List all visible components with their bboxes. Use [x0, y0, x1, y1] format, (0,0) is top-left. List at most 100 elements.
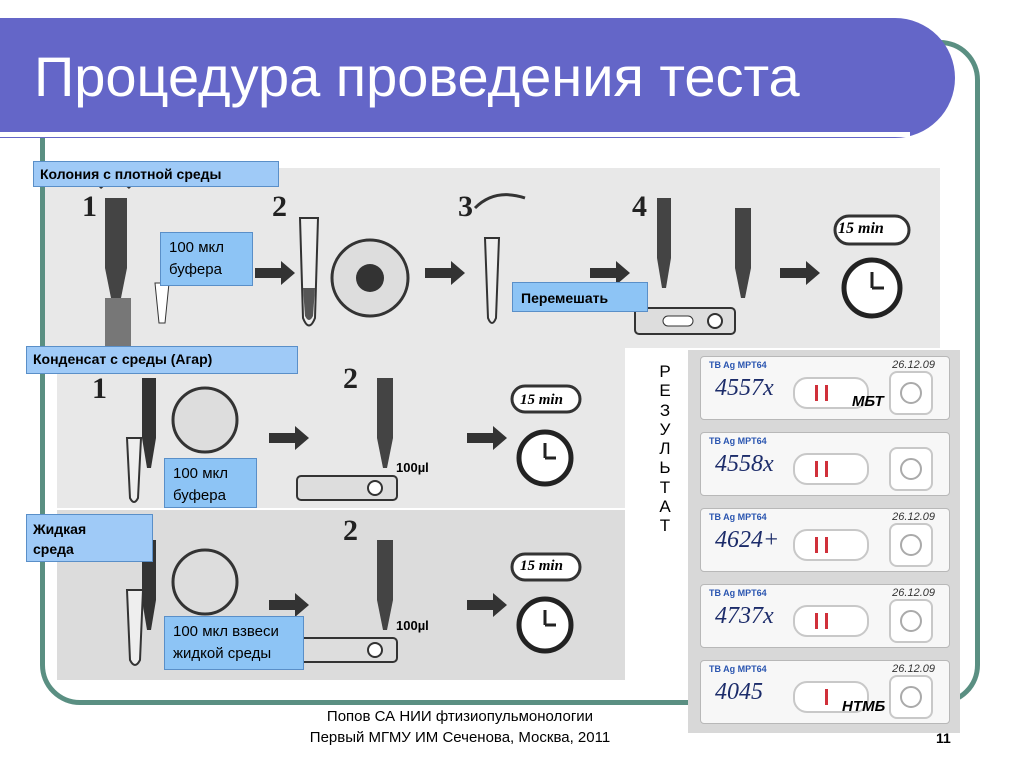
- test-cassette-icon: [296, 637, 398, 663]
- timer-box-icon: [510, 552, 582, 582]
- tube-top-view-icon: [171, 548, 239, 616]
- arrow-icon: [467, 593, 507, 617]
- strip-brand: TB Ag MPT64: [709, 436, 767, 446]
- strip-date: 26.12.09: [892, 359, 935, 371]
- sample-well: [889, 675, 933, 719]
- test-band: [815, 385, 818, 401]
- liquid-label: Жидкая среда: [26, 514, 153, 562]
- note-line: 100 мкл: [173, 465, 228, 482]
- test-strip: TB Ag MPT64 26.12.09 4557x: [700, 356, 950, 420]
- solid-medium-label: Колония с плотной среды: [33, 161, 279, 187]
- clock-icon: [841, 257, 903, 319]
- letter: З: [659, 400, 671, 420]
- test-strip: TB Ag MPT64 4558x: [700, 432, 950, 496]
- control-band: [825, 689, 828, 705]
- letter: Т: [659, 477, 671, 497]
- arrow-icon: [269, 593, 309, 617]
- step-number: 2: [272, 190, 287, 223]
- step-number: 1: [82, 190, 97, 223]
- title-divider: [0, 132, 910, 137]
- arrow-icon: [425, 261, 465, 285]
- test-strip: TB Ag MPT64 26.12.09 4737x: [700, 584, 950, 648]
- letter: Е: [659, 381, 671, 401]
- test-band: [815, 613, 818, 629]
- arrow-icon: [467, 426, 507, 450]
- tube-top-view-icon: [330, 238, 410, 318]
- suspension-note: 100 мкл взвеси жидкой среды: [164, 616, 304, 670]
- control-band: [825, 385, 828, 401]
- footer-line: Первый МГМУ ИМ Сеченова, Москва, 2011: [309, 729, 611, 746]
- letter: Ь: [659, 458, 671, 478]
- result-window: [793, 377, 869, 409]
- pipette-icon: [125, 378, 156, 503]
- timer-label: 15 min: [520, 558, 563, 574]
- strip-date: 26.12.09: [892, 663, 935, 675]
- test-cassette-icon: [634, 307, 736, 335]
- result-window: [793, 605, 869, 637]
- buffer-note: 100 мкл буфера: [164, 458, 257, 508]
- buffer-tube-icon: [298, 217, 320, 327]
- note-line: буфера: [169, 261, 222, 278]
- tube-icon: [125, 540, 156, 666]
- step-number: 1: [92, 372, 107, 405]
- strip-date: 26.12.09: [892, 587, 935, 599]
- letter: У: [659, 419, 671, 439]
- letter: Т: [659, 516, 671, 536]
- volume-label: 100µl: [396, 460, 429, 475]
- footer-line: Попов СА НИИ фтизиопульмонологии: [326, 708, 594, 725]
- buffer-note: 100 мкл буфера: [160, 232, 253, 286]
- test-cassette-icon: [296, 475, 398, 501]
- timer-label: 15 min: [520, 392, 563, 408]
- strip-handwriting: 4558x: [715, 451, 774, 477]
- footer: Попов СА НИИ фтизиопульмонологии Первый …: [260, 706, 660, 748]
- title-bar: [0, 18, 955, 138]
- arrow-icon: [255, 261, 295, 285]
- test-strip: TB Ag MPT64 26.12.09 4045: [700, 660, 950, 724]
- note-line: 100 мкл: [169, 239, 224, 256]
- liquid-illustration: [125, 540, 582, 666]
- strip-handwriting: 4045: [715, 679, 763, 705]
- label-line: среда: [33, 541, 74, 557]
- mix-label: Перемешать: [512, 282, 648, 312]
- mbt-label: МБТ: [852, 393, 884, 410]
- step-number: 4: [632, 190, 647, 223]
- control-band: [825, 613, 828, 629]
- note-line: 100 мкл взвеси: [173, 623, 279, 640]
- sample-well: [889, 523, 933, 567]
- ntmb-label: НТМБ: [842, 698, 886, 715]
- tube-top-view-icon: [171, 386, 239, 454]
- pipette-2-icon: [377, 378, 393, 468]
- test-strip: TB Ag MPT64 26.12.09 4624+: [700, 508, 950, 572]
- test-band: [815, 537, 818, 553]
- strip-brand: TB Ag MPT64: [709, 588, 767, 598]
- timer-box-icon: [510, 384, 582, 414]
- agar-illustration: [125, 378, 582, 503]
- letter: А: [659, 497, 671, 517]
- result-window: [793, 453, 869, 485]
- step-number: 2: [343, 514, 358, 547]
- strip-handwriting: 4737x: [715, 603, 774, 629]
- timer-label: 15 min: [838, 220, 884, 237]
- volume-label: 100µl: [396, 618, 429, 633]
- strip-brand: TB Ag MPT64: [709, 360, 767, 370]
- letter: Р: [659, 362, 671, 381]
- mix-tube-icon: [473, 193, 526, 324]
- step-number: 3: [458, 190, 473, 223]
- strip-handwriting: 4557x: [715, 375, 774, 401]
- arrow-icon: [590, 261, 630, 285]
- pipette-4-icon: [657, 198, 751, 298]
- pipette-2-icon: [377, 540, 393, 630]
- result-window: [793, 681, 869, 713]
- strip-brand: TB Ag MPT64: [709, 512, 767, 522]
- letter: Л: [659, 439, 671, 459]
- clock-icon: [516, 596, 574, 654]
- step-number: 2: [343, 362, 358, 395]
- pipette-icon: [98, 179, 170, 346]
- clock-icon: [516, 429, 574, 487]
- agar-label: Конденсат с среды (Агар): [26, 346, 298, 374]
- test-band: [815, 461, 818, 477]
- note-line: жидкой среды: [173, 645, 272, 662]
- result-vertical-word: Р Е З У Л Ь Т А Т: [655, 362, 675, 536]
- slide-title: Процедура проведения теста: [34, 45, 800, 108]
- sample-well: [889, 371, 933, 415]
